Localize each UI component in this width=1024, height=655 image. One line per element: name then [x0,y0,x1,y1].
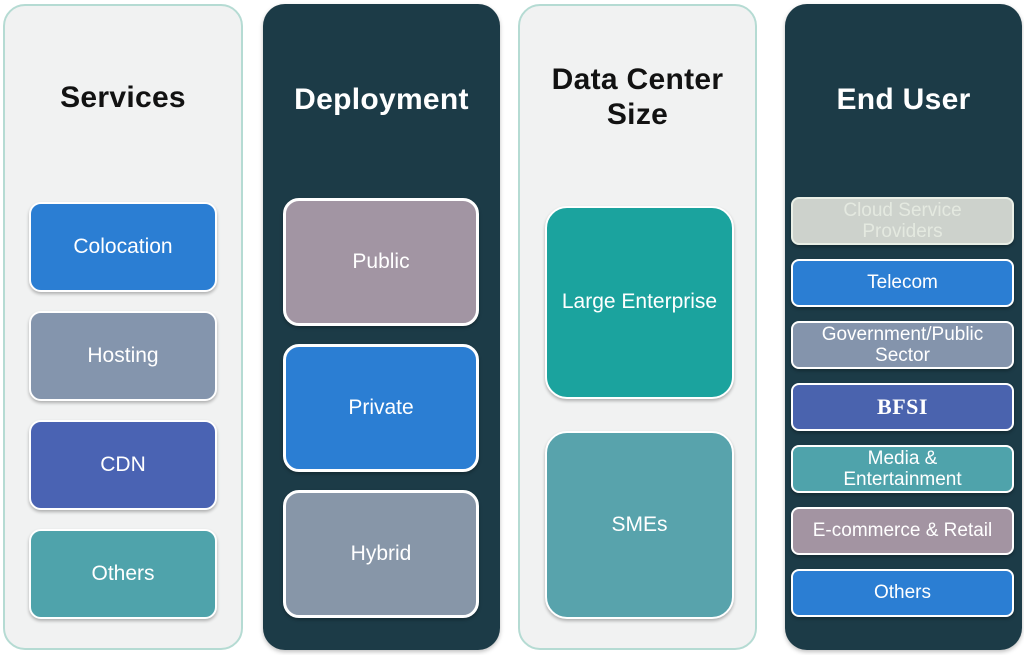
card-hybrid-label: Hybrid [350,541,412,565]
card-others-services-label: Others [91,561,155,585]
card-public-label: Public [352,249,410,273]
card-others-end-user: Others [791,569,1014,617]
deployment-cards: Public Private Hybrid [283,198,479,618]
card-large-enterprise: Large Enterprise [545,206,734,399]
card-telecom-label: Telecom [867,272,938,294]
card-hosting: Hosting [29,311,217,401]
card-smes-label: SMEs [611,512,668,536]
data-center-size-cards: Large Enterprise SMEs [545,206,734,619]
card-media-entertainment-label: Media & Entertainment [843,447,962,490]
card-bfsi: BFSI [791,383,1014,431]
card-hosting-label: Hosting [87,343,159,367]
card-colocation: Colocation [29,202,217,292]
card-cloud-service-providers-label: Cloud Service Providers [843,199,962,242]
data-center-size-panel: Data Center Size Large Enterprise SMEs [518,4,757,650]
card-telecom: Telecom [791,259,1014,307]
end-user-cards: Cloud Service Providers Telecom Governme… [791,197,1014,617]
card-cdn-label: CDN [100,452,146,476]
card-hybrid: Hybrid [283,490,479,618]
card-cdn: CDN [29,420,217,510]
deployment-panel: Deployment Public Private Hybrid [263,4,500,650]
card-bfsi-label: BFSI [877,393,928,419]
card-e-commerce-retail-label: E-commerce & Retail [812,520,993,542]
services-title: Services [60,81,186,114]
end-user-panel: End User Cloud Service Providers Telecom… [785,4,1022,650]
card-smes: SMEs [545,431,734,619]
card-media-entertainment: Media & Entertainment [791,445,1014,493]
card-public: Public [283,198,479,326]
card-private: Private [283,344,479,472]
card-private-label: Private [348,395,414,419]
card-colocation-label: Colocation [73,234,173,258]
card-cloud-service-providers: Cloud Service Providers [791,197,1014,245]
data-center-size-title: Data Center Size [551,63,724,132]
deployment-title: Deployment [294,83,469,116]
card-government-public-sector: Government/Public Sector [791,321,1014,369]
card-large-enterprise-label: Large Enterprise [561,290,718,314]
card-others-services: Others [29,529,217,619]
card-government-public-sector-label: Government/Public Sector [821,323,984,366]
end-user-title: End User [836,83,971,116]
services-cards: Colocation Hosting CDN Others [29,202,217,619]
card-e-commerce-retail: E-commerce & Retail [791,507,1014,555]
services-panel: Services Colocation Hosting CDN Others [3,4,243,650]
card-others-end-user-label: Others [873,582,932,604]
